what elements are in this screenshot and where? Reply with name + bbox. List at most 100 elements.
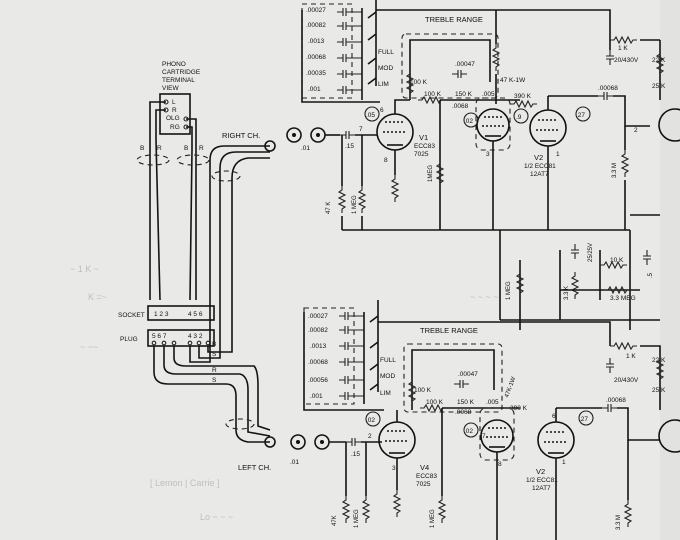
socket-plug: SOCKET 1 2 3 4 5 6 PLUG 5 6 7 4 3 2 B S …	[118, 300, 233, 385]
bottom-meg-a: 1 MEG	[354, 509, 360, 528]
plug-wire-s2: S	[212, 377, 217, 384]
bottom-v4-type: ECC83	[416, 473, 437, 480]
top-r-390k: 390 K	[514, 93, 532, 100]
top-cap-27: .27	[576, 112, 585, 119]
pin-l: L	[172, 99, 176, 106]
bottom-cap-27: .27	[579, 416, 588, 423]
top-cap-6: .001	[308, 86, 321, 93]
svg-text:[ Lemon | Carrie ]: [ Lemon | Carrie ]	[150, 478, 219, 488]
right-jack-2	[286, 127, 302, 143]
bottom-r-100k-a: 100 K	[414, 387, 432, 394]
top-switch-full: FULL	[378, 49, 394, 56]
plug-wire-r: R	[212, 367, 217, 374]
wire-b-right: B	[184, 145, 188, 152]
bottom-pin-6: 6	[552, 413, 556, 420]
top-cap-bank: .00027 .00082 .0013 .00068 .00035 .001	[306, 0, 377, 100]
top-amplifier-stage: .00027 .00082 .0013 .00068 .00035 .001 F…	[301, 0, 680, 231]
top-pin-6: 6	[380, 107, 384, 114]
cartridge-label-2: CARTRIDGE	[162, 69, 201, 76]
top-grid-res: 47 K	[326, 202, 332, 214]
bottom-cap-bank: .00027 .00082 .0013 .00068 .00056 .001	[308, 300, 379, 404]
top-tube-v1: 8 6	[376, 99, 414, 203]
bottom-amplifier-stage: .00027 .00082 .0013 .00068 .00056 .001 F…	[303, 300, 680, 540]
top-input-res: .15	[345, 143, 354, 150]
bottom-cap-5: .00056	[308, 377, 328, 384]
bottom-pin-3: 3	[392, 465, 396, 472]
top-cap-4: .00068	[306, 54, 326, 61]
phono-cartridge: PHONO CARTRIDGE TERMINAL VIEW L R OLG RG…	[136, 61, 241, 301]
top-pin-2: 2	[634, 127, 638, 134]
top-r-25k: 25 K	[652, 83, 666, 90]
plug-wire-s: S	[212, 351, 217, 358]
left-channel-label: LEFT CH.	[238, 463, 271, 472]
bottom-r-22k: 22 K	[652, 357, 666, 364]
cartridge-label-3: TERMINAL	[162, 77, 195, 84]
socket-box	[147, 305, 215, 321]
plug-pins-right: 4 3 2	[188, 333, 203, 340]
top-v1-name: V1	[419, 133, 428, 142]
bottom-input-res: .15	[351, 451, 360, 458]
top-r-1k: 1 K	[618, 45, 628, 52]
bottom-r-150k: 150 K	[457, 399, 475, 406]
bottom-pin-7: 7	[482, 433, 486, 440]
bottom-switch-full: FULL	[380, 357, 396, 364]
mid-cap-25v: 25/25V	[588, 243, 594, 262]
top-cap-0068: .0068	[452, 103, 469, 110]
bottom-cap-02b: .02	[464, 428, 473, 435]
cartridge-label-1: PHONO	[162, 61, 186, 68]
left-channel-wiring: LEFT CH. .01	[216, 365, 346, 472]
wire-r-left: R	[157, 145, 162, 152]
top-cap-bank-border	[301, 3, 353, 99]
bottom-cap-00068: .00068	[606, 397, 626, 404]
plug-pins-left: 5 6 7	[152, 333, 167, 340]
top-tube-v2: 1	[529, 96, 567, 230]
top-cap-9: .9	[516, 114, 522, 121]
svg-text:Lo ~ ~ ~: Lo ~ ~ ~	[200, 512, 233, 522]
right-coupling-cap: .01	[301, 145, 310, 152]
top-cap-005: .005	[482, 91, 495, 98]
bottom-pin-8: 8	[498, 461, 502, 468]
faint-background: ~ 1 K ~ K =~ ~ ~~ [ Lemon | Carrie ] Lo …	[70, 0, 680, 540]
left-jack-1	[264, 436, 276, 448]
top-v1-type: ECC83	[414, 143, 435, 150]
mid-r-10k: 10 K	[610, 257, 624, 264]
bottom-cap-00047: .00047	[458, 371, 478, 378]
top-cap-05-circle	[364, 106, 380, 122]
pin-rg: RG	[170, 124, 180, 131]
right-channel-label: RIGHT CH.	[222, 131, 260, 140]
top-cap-02: .02	[464, 118, 473, 125]
top-switch-lim: LIM	[378, 81, 389, 88]
bottom-v4-name: V4	[420, 463, 429, 472]
bottom-cap-bank-border	[303, 307, 355, 405]
bottom-v4-alt: 7025	[416, 481, 431, 488]
bottom-cap-0068: .0068	[455, 409, 472, 416]
bottom-v2-name: V2	[536, 467, 545, 476]
top-v2-type: 1/2 ECC81	[524, 163, 556, 170]
svg-text:~ ~~: ~ ~~	[80, 342, 98, 352]
top-cap-05: .05	[366, 112, 375, 119]
bottom-r-47k-1w: 47K-1W	[504, 376, 517, 399]
bottom-cap-3: .0013	[310, 343, 327, 350]
left-coupling-cap: .01	[290, 459, 299, 466]
top-v2-name: V2	[534, 153, 543, 162]
wire-b-left: B	[140, 145, 144, 152]
top-1meg-bias: 1MEG	[428, 165, 434, 182]
mid-r-33meg: 3.3 MEG	[610, 295, 636, 302]
bottom-cap-02a: .02	[366, 417, 375, 424]
svg-text:~ 1 K ~: ~ 1 K ~	[70, 264, 99, 274]
bottom-tube-v4b: 7 8	[480, 419, 514, 540]
top-r-100k-a: 100 K	[410, 79, 428, 86]
top-v2-alt: 12AT7	[530, 171, 549, 178]
top-cap-2: .00082	[306, 22, 326, 29]
bottom-r-25k: 25 K	[652, 387, 666, 394]
bottom-cap-4: .00068	[308, 359, 328, 366]
top-pin-1: 1	[556, 151, 560, 158]
bottom-pin-2: 2	[368, 433, 372, 440]
middle-section: 1 MEG 25/25V 3.3 K 10 K 3.3 MEG .5	[499, 230, 660, 330]
top-pin-7: 7	[359, 126, 363, 133]
top-r-100k-b: 100 K	[424, 91, 442, 98]
bottom-treble-box	[403, 343, 503, 413]
top-r-47k-1w: 47 K-1W	[500, 77, 526, 84]
bottom-treble-range: TREBLE RANGE	[420, 326, 478, 335]
socket-pins-left: 1 2 3	[154, 311, 169, 318]
